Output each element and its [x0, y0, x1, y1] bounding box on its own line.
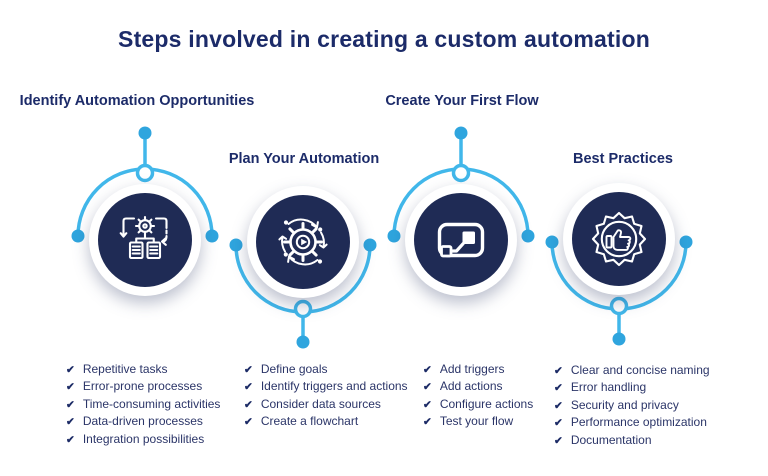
step-3-checklist: ✔Add triggers ✔Add actions ✔Configure ac…: [423, 361, 533, 431]
arc-end-dot: [363, 238, 377, 252]
step-1-heading: Identify Automation Opportunities: [19, 93, 255, 109]
check-icon: ✔: [66, 416, 75, 429]
circle-white-ring: [405, 184, 517, 296]
stem-end-dot: [296, 335, 310, 349]
list-item: ✔Error handling: [554, 379, 710, 396]
list-item: ✔Test your flow: [423, 413, 533, 430]
step-1-graphic: [71, 126, 219, 296]
list-item: ✔Security and privacy: [554, 397, 710, 414]
step-4-circle: [572, 192, 666, 286]
list-item: ✔Identify triggers and actions: [244, 378, 408, 395]
check-icon: ✔: [554, 365, 563, 377]
stem-end-dot: [454, 126, 468, 140]
arc-junction-ring: [293, 299, 313, 319]
circle-white-ring: [247, 186, 359, 298]
list-item: ✔Add triggers: [423, 361, 533, 378]
step-3-circle: [414, 193, 508, 287]
check-icon: ✔: [554, 399, 563, 412]
check-icon: ✔: [244, 398, 253, 411]
list-item: ✔Add actions: [423, 378, 533, 395]
connector-arc-up: [71, 126, 219, 243]
step-4-graphic: [545, 183, 693, 346]
step-1-checklist: ✔Repetitive tasks ✔Error-prone processes…: [66, 361, 220, 448]
list-item: ✔Documentation: [554, 432, 710, 449]
stem-end-dot: [612, 332, 626, 346]
check-icon: ✔: [66, 364, 75, 376]
list-item: ✔Repetitive tasks: [66, 361, 220, 378]
list-item: ✔Performance optimization: [554, 414, 710, 431]
check-icon: ✔: [554, 382, 563, 395]
connector-arc-up: [387, 126, 535, 243]
arc-end-dot: [71, 229, 85, 243]
arc-end-dot: [545, 235, 559, 249]
step-1-circle: [98, 193, 192, 287]
check-icon: ✔: [66, 381, 75, 394]
arc-end-dot: [387, 229, 401, 243]
power-automate-flow-icon: [437, 222, 485, 258]
step-2-circle: [256, 195, 350, 289]
step-3-graphic: [387, 126, 535, 296]
check-icon: ✔: [244, 416, 253, 429]
connector-arc-down: [229, 238, 377, 349]
arc-junction-ring: [609, 296, 629, 316]
check-icon: ✔: [554, 417, 563, 430]
check-icon: ✔: [423, 398, 432, 411]
arc-end-dot: [229, 238, 243, 252]
arc-junction-ring: [451, 163, 471, 183]
circle-white-ring: [563, 183, 675, 295]
check-icon: ✔: [423, 364, 432, 376]
list-item: ✔Create a flowchart: [244, 413, 408, 430]
check-icon: ✔: [66, 398, 75, 411]
check-icon: ✔: [244, 364, 253, 376]
list-item: ✔Define goals: [244, 361, 408, 378]
list-item: ✔Consider data sources: [244, 396, 408, 413]
list-item: ✔Clear and concise naming: [554, 362, 710, 379]
check-icon: ✔: [554, 434, 563, 447]
list-item: ✔Configure actions: [423, 396, 533, 413]
list-item: ✔Error-prone processes: [66, 378, 220, 395]
connector-arc-down: [545, 235, 693, 346]
step-2-graphic: [229, 186, 377, 349]
circle-white-ring: [89, 184, 201, 296]
page-title: Steps involved in creating a custom auto…: [118, 26, 650, 52]
list-item: ✔Integration possibilities: [66, 431, 220, 448]
step-2-heading: Plan Your Automation: [228, 151, 380, 167]
gear-play-cycle-icon: [278, 218, 328, 266]
step-3-heading: Create Your First Flow: [385, 93, 539, 109]
step-4-heading: Best Practices: [573, 151, 673, 167]
stem-end-dot: [138, 126, 152, 140]
check-icon: ✔: [66, 433, 75, 446]
workflow-documents-gear-icon: [119, 215, 168, 260]
arc-end-dot: [679, 235, 693, 249]
arc-end-dot: [521, 229, 535, 243]
check-icon: ✔: [244, 381, 253, 394]
arc-junction-ring: [135, 163, 155, 183]
list-item: ✔Time-consuming activities: [66, 396, 220, 413]
list-item: ✔Data-driven processes: [66, 413, 220, 430]
step-4-checklist: ✔Clear and concise naming ✔Error handlin…: [554, 362, 710, 449]
check-icon: ✔: [423, 416, 432, 429]
step-2-checklist: ✔Define goals ✔Identify triggers and act…: [244, 361, 408, 431]
arc-end-dot: [205, 229, 219, 243]
thumbs-up-badge-icon: [591, 211, 647, 267]
check-icon: ✔: [423, 381, 432, 394]
